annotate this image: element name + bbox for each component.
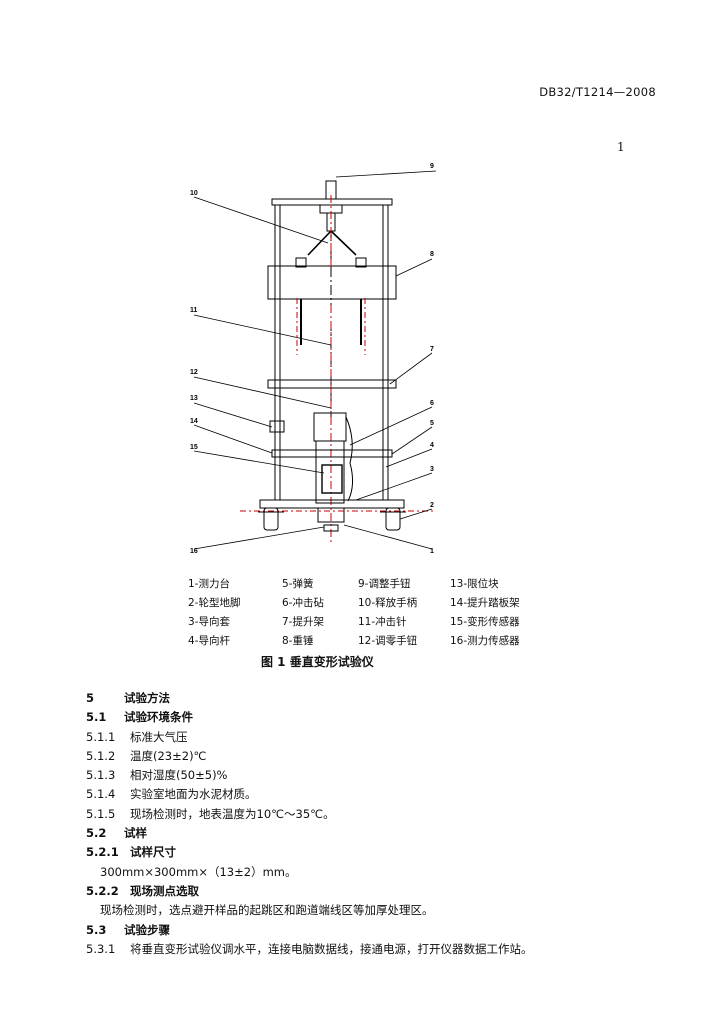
callout-8: 8 [430,251,434,258]
legend-item: 1-测力台 [188,578,230,590]
callout-2: 2 [430,502,434,509]
section-text: 相对湿度(50±5)% [130,768,228,783]
section-number: 5.3 [86,922,107,937]
section-line: 5.1.3 相对湿度(50±5)% [86,767,686,786]
legend-item: 8-重锤 [282,635,314,647]
legend-item: 12-调零手钮 [358,635,418,647]
legend-item: 5-弹簧 [282,578,314,590]
deformation-sensor [321,464,343,494]
section-number: 5.2.2 [86,883,119,898]
wheel-left [263,507,279,531]
pedal-frame [271,449,393,458]
callout-6: 6 [430,400,434,407]
force-sensor-foot [323,524,339,532]
callout-13: 13 [190,395,198,402]
spring-shape [345,416,354,502]
legend-item: 11-冲击针 [358,616,407,628]
callout-7: 7 [430,346,434,353]
legend-item: 7-提升架 [282,616,324,628]
legend-row: 1-测力台 5-弹簧 9-调整手钮 13-限位块 [188,576,548,595]
legend-item: 6-冲击砧 [282,597,324,609]
section-line: 5 试验方法 [86,690,686,709]
release-linkage [307,230,357,256]
section-number: 5.1 [86,710,107,725]
callout-16: 16 [190,548,198,555]
figure-legend: 1-测力台 5-弹簧 9-调整手钮 13-限位块 2-轮型地脚 6-冲击砧 10-释放手柄 1… [188,576,548,652]
callout-12: 12 [190,369,198,376]
section-number: 5 [86,691,95,705]
hammer-bolt-right [355,257,367,268]
legend-row: 3-导向套 7-提升架 11-冲击针 15-变形传感器 [188,614,548,633]
section-line: 5.1 试验环境条件 [86,709,686,728]
legend-item: 15-变形传感器 [450,616,520,628]
section-text: 试验方法 [124,691,170,705]
section-text: 现场检测时，选点避开样品的起跳区和跑道端线区等加厚处理区。 [100,903,434,918]
section-text: 温度(23±2)℃ [130,748,207,763]
section-number: 5.2.1 [86,845,119,860]
callout-10: 10 [190,190,198,197]
section-line: 5.1.4 实验室地面为水泥材质。 [86,786,686,805]
callout-5: 5 [430,420,434,427]
legend-item: 14-提升踏板架 [450,597,520,609]
section-line: 5.1.2 温度(23±2)℃ [86,748,686,767]
legend-item: 13-限位块 [450,578,499,590]
section-number: 5.1.4 [86,787,116,802]
section-number: 5.1.1 [86,729,116,744]
callout-3: 3 [430,466,434,473]
legend-item: 2-轮型地脚 [188,597,241,609]
section-text: 现场检测时，地表温度为10℃～35℃。 [130,806,335,821]
section-text: 实验室地面为水泥材质。 [130,787,257,802]
section-number: 5.2 [86,826,107,841]
section-number: 5.1.2 [86,748,116,763]
hammer-bolt-left [295,257,307,268]
section-text: 试验环境条件 [124,710,193,725]
document-code: DB32/T1214—2008 [539,85,656,99]
top-plate [271,198,393,206]
limit-block [269,420,285,433]
section-line: 5.3.1 将垂直变形试验仪调水平，连接电脑数据线，接通电源，打开仪器数据工作站。 [86,941,686,960]
figure-caption: 图 1 垂直变形试验仪 [261,655,374,669]
callout-14: 14 [190,418,198,425]
section-text: 试样 [124,826,147,841]
lifting-frame [267,379,397,389]
callout-15: 15 [190,444,198,451]
hammer-block [267,265,397,300]
legend-item: 4-导向杆 [188,635,230,647]
vertical-deformation-apparatus-figure: 9 10 8 11 7 12 13 6 14 5 15 4 3 2 16 1 [190,163,437,555]
callout-9: 9 [430,163,434,170]
callout-11: 11 [190,307,198,314]
legend-row: 4-导向杆 8-重锤 12-调零手钮 16-测力传感器 [188,633,548,652]
section-line: 5.3 试验步骤 [86,922,686,941]
measuring-platform [259,499,405,509]
section-number: 5.3.1 [86,941,116,956]
section-line: 现场检测时，选点避开样品的起跳区和跑道端线区等加厚处理区。 [86,902,686,921]
legend-row: 2-轮型地脚 6-冲击砧 10-释放手柄 14-提升踏板架 [188,595,548,614]
section-line: 5.1.5 现场检测时，地表温度为10℃～35℃。 [86,806,686,825]
section-line: 5.2 试样 [86,825,686,844]
legend-item: 9-调整手钮 [358,578,411,590]
section-line: 300mm×300mm×（13±2）mm。 [86,864,686,883]
legend-item: 3-导向套 [188,616,230,628]
section-number: 5.1.5 [86,806,116,821]
section-text: 将垂直变形试验仪调水平，连接电脑数据线，接通电源，打开仪器数据工作站。 [130,941,533,956]
section-line: 5.1.1 标准大气压 [86,729,686,748]
impact-anvil [313,412,347,442]
callout-4: 4 [430,442,434,449]
section-line: 5.2.1 试样尺寸 [86,844,686,863]
section-text: 300mm×300mm×（13±2）mm。 [100,864,297,879]
section-text: 试验步骤 [124,922,170,937]
page-mark: 1 [617,140,625,154]
legend-item: 16-测力传感器 [450,635,520,647]
section-text: 试样尺寸 [130,845,176,860]
legend-item: 10-释放手柄 [358,597,418,609]
section-number: 5.1.3 [86,768,116,783]
callout-1: 1 [430,548,434,555]
section-line: 5.2.2 现场测点选取 [86,883,686,902]
section-text: 标准大气压 [130,729,188,744]
section-text: 现场测点选取 [130,883,199,898]
force-sensor [317,507,345,523]
